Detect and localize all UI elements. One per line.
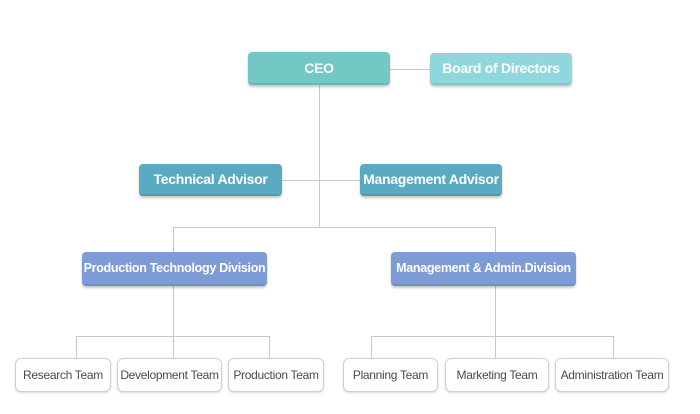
administration-team-box: Administration Team [555,358,669,392]
management-admin-division-box: Management & Admin.Division [391,252,576,286]
connector-planning-drop [371,336,372,358]
connector-production-teams [76,336,270,337]
connector-divisions [173,227,496,228]
production-team-box: Production Team [228,358,324,392]
ceo-box: CEO [248,52,390,85]
connector-management-teams [371,336,614,337]
research-team-box: Research Team [15,358,111,392]
management-advisor-box: Management Advisor [360,164,502,196]
connector-production-team-drop [269,336,270,358]
connector-administration-drop [613,336,614,358]
technical-advisor-box: Technical Advisor [139,164,282,196]
connector-management-division-drop [495,227,496,252]
connector-production-division-drop [173,227,174,252]
connector-advisors [282,180,360,181]
marketing-team-box: Marketing Team [445,358,549,392]
connector-ceo-board [390,69,430,70]
connector-management-stem [495,286,496,358]
development-team-box: Development Team [117,358,222,392]
connector-ceo-trunk [319,85,320,228]
production-technology-division-box: Production Technology Division [82,252,267,286]
board-of-directors-box: Board of Directors [430,53,572,85]
connector-production-stem [173,286,174,358]
connector-research-drop [76,336,77,358]
planning-team-box: Planning Team [343,358,438,392]
